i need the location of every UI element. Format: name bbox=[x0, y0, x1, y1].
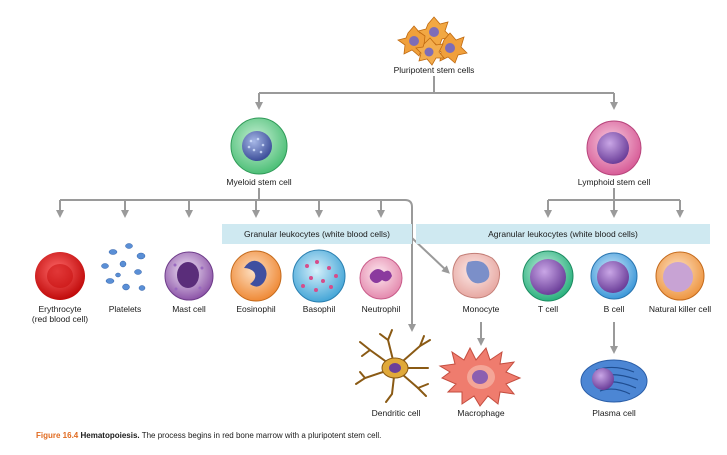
eosinophil-image bbox=[230, 250, 282, 302]
t-cell-image bbox=[522, 250, 574, 302]
platelets-label: Platelets bbox=[108, 304, 142, 314]
myeloid-stem-cell-image bbox=[230, 117, 288, 175]
figure-title: Hematopoiesis. bbox=[80, 431, 140, 440]
neutrophil-image bbox=[359, 256, 403, 300]
figure-number: Figure 16.4 bbox=[36, 431, 79, 440]
basophil-label: Basophil bbox=[302, 304, 336, 314]
figure-caption: Figure 16.4 Hematopoiesis. The process b… bbox=[36, 431, 381, 440]
dendritic-cell-label: Dendritic cell bbox=[371, 408, 421, 418]
pluripotent-stem-cells-image bbox=[397, 16, 468, 66]
figure-caption-text: The process begins in red bone marrow wi… bbox=[141, 431, 382, 440]
erythrocyte-image bbox=[35, 252, 85, 300]
platelets-image bbox=[101, 243, 146, 291]
erythrocyte-sublabel: (red blood cell) bbox=[31, 314, 89, 324]
myeloid-bus bbox=[60, 199, 413, 208]
myeloid-stem-cell-label: Myeloid stem cell bbox=[226, 177, 292, 187]
t-cell-label: T cell bbox=[537, 304, 559, 314]
mast-cell-label: Mast cell bbox=[172, 304, 206, 314]
connector-lines bbox=[56, 76, 684, 354]
lymphoid-stem-cell-image bbox=[586, 120, 642, 176]
dendritic-cell-image bbox=[355, 329, 431, 403]
monocyte-image bbox=[452, 252, 500, 299]
mast-cell-image bbox=[164, 251, 214, 301]
natural-killer-cell-image bbox=[655, 251, 705, 301]
plasma-cell-label: Plasma cell bbox=[592, 408, 636, 418]
pluripotent-stem-cells-label: Pluripotent stem cells bbox=[393, 65, 475, 75]
granular-leukocytes-band: Granular leukocytes (white blood cells) bbox=[222, 224, 412, 244]
monocyte-label: Monocyte bbox=[462, 304, 500, 314]
erythrocyte-label: Erythrocyte bbox=[38, 304, 82, 314]
basophil-image bbox=[292, 249, 346, 303]
agranular-leukocytes-band: Agranular leukocytes (white blood cells) bbox=[416, 224, 710, 244]
macrophage-label: Macrophage bbox=[457, 408, 505, 418]
b-cell-image bbox=[590, 252, 638, 300]
natural-killer-cell-label: Natural killer cell bbox=[648, 304, 712, 314]
eosinophil-label: Eosinophil bbox=[236, 304, 276, 314]
macrophage-image bbox=[438, 346, 522, 407]
b-cell-label: B cell bbox=[603, 304, 625, 314]
lymphoid-stem-cell-label: Lymphoid stem cell bbox=[577, 177, 651, 187]
neutrophil-label: Neutrophil bbox=[361, 304, 401, 314]
plasma-cell-image bbox=[580, 359, 648, 403]
